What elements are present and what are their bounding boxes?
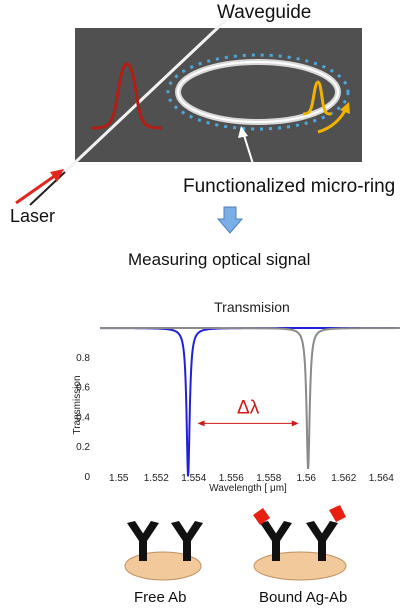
y-tick-label: 0.8 bbox=[76, 353, 90, 364]
bound-ab-label: Bound Ag-Ab bbox=[259, 589, 348, 606]
y-tick-label: 0.4 bbox=[76, 412, 90, 423]
x-tick-label: 1.554 bbox=[181, 473, 206, 484]
ring-pointer-head bbox=[238, 126, 248, 138]
laser-arrow bbox=[15, 173, 57, 205]
y-tick-label: 0.6 bbox=[76, 383, 90, 394]
antigen-1 bbox=[253, 508, 270, 525]
x-tick-label: 1.558 bbox=[256, 473, 281, 484]
x-tick-label: 1.55 bbox=[109, 473, 129, 484]
ring-signal-arrow-head bbox=[340, 102, 350, 114]
micro-ring-label: Functionalized micro-ring bbox=[183, 176, 396, 197]
bound-ab-base bbox=[253, 551, 347, 581]
ring-dots bbox=[166, 53, 350, 131]
delta-lambda-label: Δλ bbox=[237, 397, 260, 418]
x-tick-label: 1.562 bbox=[331, 473, 356, 484]
delta-arrow-left-head bbox=[197, 420, 205, 427]
x-tick-label: 1.56 bbox=[297, 473, 317, 484]
x-tick-label: 1.552 bbox=[144, 473, 169, 484]
x-tick-label: 1.556 bbox=[219, 473, 244, 484]
ring-pointer bbox=[242, 131, 259, 181]
ring-signal bbox=[302, 80, 332, 116]
x-axis-label: Wavelength [ μm] bbox=[209, 483, 287, 494]
y-axis-label: Transmission bbox=[72, 375, 83, 434]
y-tick-label: 0 bbox=[84, 472, 90, 483]
micro-ring-highlight bbox=[177, 61, 339, 123]
delta-arrow-right-head bbox=[291, 420, 299, 427]
laser-label: Laser bbox=[10, 206, 56, 226]
y-tick-label: 0.2 bbox=[76, 442, 90, 453]
series-bound-curve bbox=[100, 327, 400, 470]
ring-schematic bbox=[15, 18, 362, 234]
chart-title: Transmision bbox=[214, 299, 290, 315]
measuring-label: Measuring optical signal bbox=[128, 250, 311, 269]
antibody-illustration bbox=[124, 505, 347, 581]
antigen-2 bbox=[329, 505, 346, 522]
waveguide-line bbox=[63, 18, 228, 174]
free-ab-label: Free Ab bbox=[134, 589, 187, 606]
x-tick-label: 1.564 bbox=[369, 473, 394, 484]
input-pulse bbox=[91, 62, 163, 130]
waveguide-label: Waveguide bbox=[217, 2, 312, 23]
transmission-chart: Transmision Transmission Wavelength [ μm… bbox=[72, 299, 400, 494]
laser-arrow-head bbox=[50, 169, 64, 182]
down-arrow-icon bbox=[216, 206, 244, 234]
